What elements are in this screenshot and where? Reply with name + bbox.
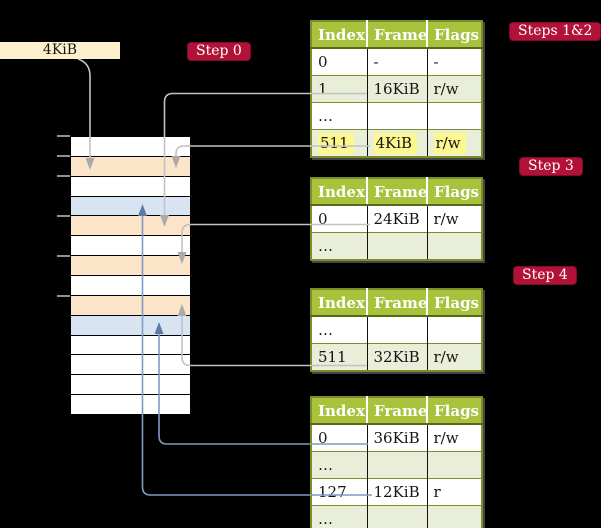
cell-frame: 4KiB [366, 129, 427, 157]
memory-row-14-white [71, 395, 190, 415]
cell-flags [426, 505, 482, 528]
badge-step0: Step 0 [187, 42, 251, 61]
memory-tick [57, 294, 70, 297]
badge-step3: Step 3 [519, 157, 583, 176]
cell-index: … [311, 451, 367, 479]
physical-memory-stack [70, 136, 191, 415]
memory-row-6-white [71, 236, 190, 257]
cell-index: 127 [311, 478, 367, 506]
header-flags: Flags [426, 289, 482, 317]
page-table-step3: Index Frame Flags 0 24KiB r/w … [310, 177, 483, 261]
cell-index: … [311, 505, 367, 528]
memory-row-10-blue [71, 315, 190, 336]
header-frame: Frame [366, 21, 427, 49]
cell-frame: 36KiB [366, 424, 427, 452]
highlight: 4KiB [373, 133, 418, 154]
memory-row-7-peach [71, 256, 190, 277]
cell-frame: 32KiB [366, 343, 427, 371]
badge-step4: Step 4 [513, 266, 577, 285]
memory-tick [57, 135, 70, 137]
cell-index: 511 [311, 129, 367, 157]
table-row: 127 12KiB r [311, 478, 482, 506]
header-flags: Flags [426, 397, 482, 425]
memory-row-8-white [71, 276, 190, 296]
header-index: Index [311, 21, 367, 49]
memory-row-1-white [71, 137, 190, 157]
table-row-highlighted: 511 4KiB r/w [311, 129, 482, 157]
table-row: … [311, 232, 482, 260]
cell-flags [426, 102, 482, 130]
memory-row-4-blue [71, 196, 190, 217]
cell-frame [366, 316, 427, 344]
header-row: Index Frame Flags [311, 178, 482, 206]
cell-frame: 24KiB [366, 205, 427, 233]
memory-tick [57, 155, 70, 157]
table-row: … [311, 451, 482, 479]
table-row: 0 - - [311, 48, 482, 76]
cell-index: 511 [311, 343, 367, 371]
cell-frame [366, 451, 427, 479]
memory-row-13-white [71, 375, 190, 396]
memory-row-9-peach [71, 295, 190, 316]
cell-flags [426, 232, 482, 260]
cell-frame [366, 232, 427, 260]
page-table-leaf: Index Frame Flags 0 36KiB r/w … 127 12Ki… [310, 396, 483, 528]
cell-frame: 16KiB [366, 75, 427, 103]
cell-index: 0 [311, 205, 367, 233]
table-row: … [311, 316, 482, 344]
header-flags: Flags [426, 178, 482, 206]
cell-flags: - [426, 48, 482, 76]
badge-steps1-2: Steps 1&2 [509, 22, 601, 41]
header-row: Index Frame Flags [311, 21, 482, 49]
cell-index: … [311, 232, 367, 260]
memory-row-12-white [71, 355, 190, 376]
header-frame: Frame [366, 178, 427, 206]
memory-row-5-peach [71, 216, 190, 237]
cell-flags: r/w [426, 205, 482, 233]
header-row: Index Frame Flags [311, 289, 482, 317]
cell-frame: - [366, 48, 427, 76]
cell-index: 0 [311, 48, 367, 76]
cell-index: … [311, 316, 367, 344]
memory-tick [57, 175, 70, 177]
header-index: Index [311, 289, 367, 317]
cell-frame: 12KiB [366, 478, 427, 506]
header-index: Index [311, 178, 367, 206]
table-row: 0 24KiB r/w [311, 205, 482, 233]
cell-frame [366, 505, 427, 528]
header-frame: Frame [366, 289, 427, 317]
page-table-steps1-2: Index Frame Flags 0 - - 1 16KiB r/w … 51… [310, 20, 483, 158]
cell-frame [366, 102, 427, 130]
cell-flags: r/w [426, 129, 482, 157]
page-table-step4: Index Frame Flags … 511 32KiB r/w [310, 288, 483, 372]
memory-row-2-peach [71, 156, 190, 177]
cell-flags: r/w [426, 75, 482, 103]
frame-size-label: 4KiB [0, 42, 120, 59]
cell-flags [426, 451, 482, 479]
cell-flags [426, 316, 482, 344]
cell-flags: r/w [426, 424, 482, 452]
cell-index: … [311, 102, 367, 130]
header-index: Index [311, 397, 367, 425]
header-row: Index Frame Flags [311, 397, 482, 425]
memory-row-3-white [71, 176, 190, 197]
cell-flags: r [426, 478, 482, 506]
highlight: 511 [318, 133, 354, 154]
memory-tick [57, 214, 70, 217]
table-row: 0 36KiB r/w [311, 424, 482, 452]
memory-tick [57, 254, 70, 257]
cell-index: 0 [311, 424, 367, 452]
header-frame: Frame [366, 397, 427, 425]
memory-row-11-white [71, 335, 190, 356]
table-row: 511 32KiB r/w [311, 343, 482, 371]
header-flags: Flags [426, 21, 482, 49]
table-row: … [311, 102, 482, 130]
table-row: 1 16KiB r/w [311, 75, 482, 103]
table-row: … [311, 505, 482, 528]
cell-index: 1 [311, 75, 367, 103]
highlight: r/w [433, 133, 466, 154]
cell-flags: r/w [426, 343, 482, 371]
